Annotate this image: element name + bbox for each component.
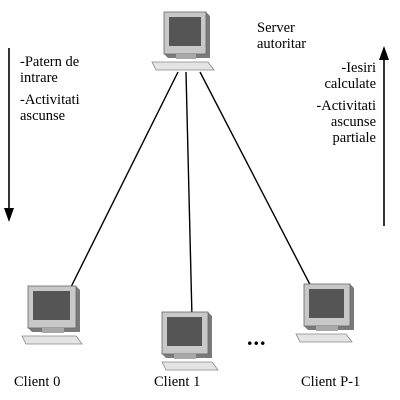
- client-1-computer-icon: [161, 311, 219, 371]
- output-annotation: -Iesiri calculate -Activitati ascunse pa…: [316, 60, 376, 146]
- server-label-line1: Server: [257, 20, 295, 36]
- input-annotation-line3: -Activitati: [20, 92, 80, 108]
- link-server-client-1: [185, 71, 193, 319]
- client-0-computer-icon: [21, 285, 83, 345]
- link-server-client-p1: [199, 71, 319, 301]
- output-annotation-line2: calculate: [324, 76, 376, 92]
- server-label-line2: autoritar: [257, 36, 307, 52]
- input-annotation-line2: intrare: [20, 70, 58, 86]
- server-label: Server autoritar: [257, 20, 306, 52]
- server-computer-icon: [151, 11, 215, 71]
- down-arrow: [4, 48, 14, 222]
- client-0-label: Client 0: [14, 374, 61, 390]
- up-arrow: [379, 46, 389, 226]
- more-clients-ellipsis: ...: [247, 325, 267, 350]
- client-p1-computer-icon: [295, 283, 354, 343]
- client-p1-label: Client P-1: [301, 374, 361, 390]
- link-server-client-0: [61, 71, 179, 306]
- input-annotation-line1: -Patern de: [20, 54, 80, 70]
- input-annotation: -Patern de intrare -Activitati ascunse: [20, 54, 80, 124]
- client-1-label: Client 1: [154, 374, 201, 390]
- output-annotation-line4: ascunse: [330, 114, 376, 130]
- output-annotation-line5: partiale: [332, 130, 376, 146]
- output-annotation-line3: -Activitati: [316, 98, 376, 114]
- output-annotation-line1: -Iesiri: [341, 60, 376, 76]
- input-annotation-line4: ascunse: [20, 108, 66, 124]
